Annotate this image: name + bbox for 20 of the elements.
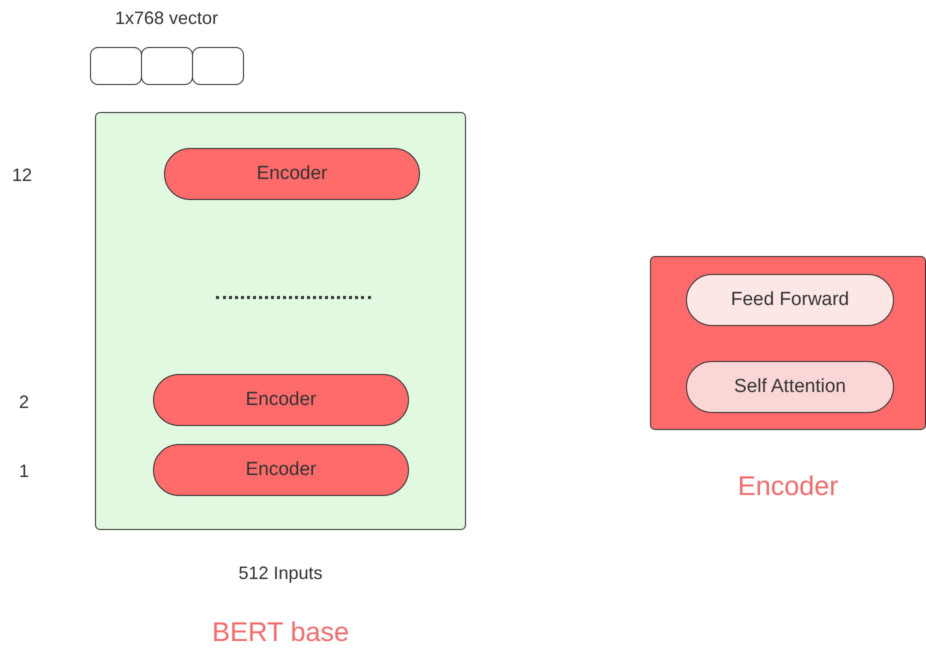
layer-pill (686, 274, 894, 326)
layer-label: Self Attention (734, 376, 846, 398)
layer-label: Encoder (246, 459, 316, 481)
input-count-label: 512 Inputs (238, 563, 323, 584)
vector-cell (192, 47, 244, 85)
layer-number: 1 (19, 461, 30, 482)
layer-pill (686, 361, 894, 413)
panel-title: BERT base (212, 617, 350, 648)
panel-title: Encoder (738, 471, 838, 502)
encoder-pill (153, 374, 409, 426)
encoder-pill (164, 148, 420, 200)
vector-cell (141, 47, 193, 85)
vector-cell (90, 47, 142, 85)
layer-number: 12 (12, 165, 32, 186)
layer-label: Encoder (246, 389, 316, 411)
vector-size-label: 1x768 vector (115, 8, 218, 29)
layer-label: Feed Forward (730, 289, 850, 311)
layer-number: 2 (19, 392, 30, 413)
layer-label: Encoder (256, 163, 328, 185)
encoder-pill (153, 444, 409, 496)
